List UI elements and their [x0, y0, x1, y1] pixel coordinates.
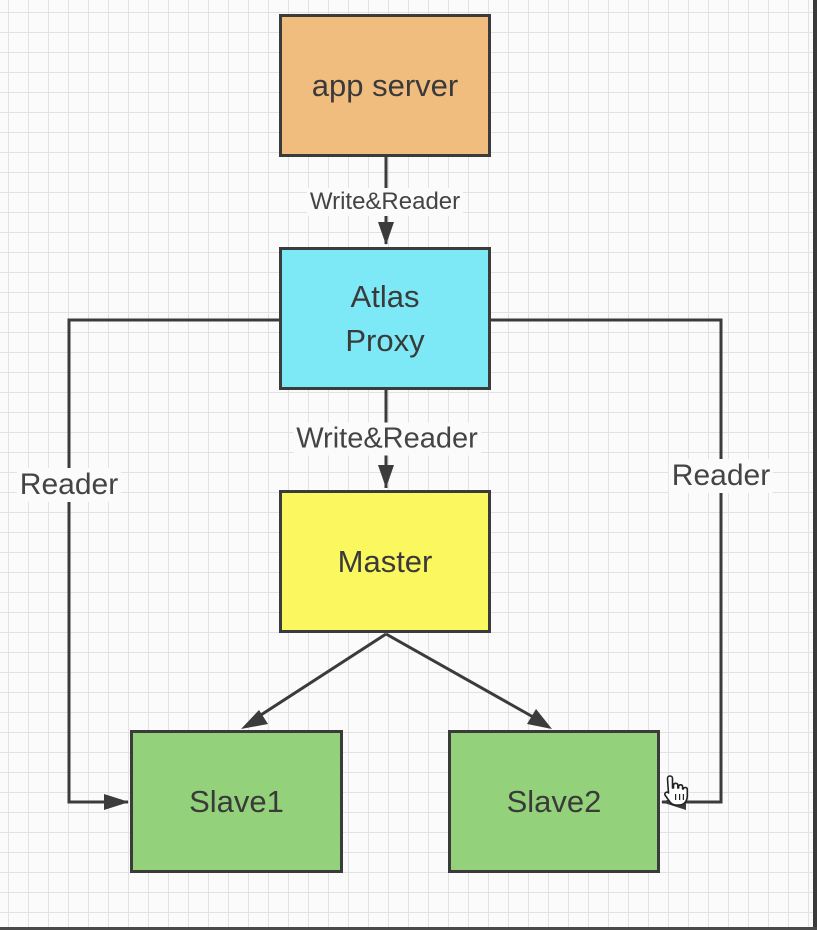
edge-label-atlas-to-slave1: Reader [16, 468, 122, 502]
frame-edge-bottom [0, 927, 817, 930]
edge-label-app-to-atlas: Write&Reader [306, 188, 464, 216]
app-server-label: app server [311, 67, 459, 103]
arrow-master-to-slave2 [527, 709, 552, 729]
edge-master-to-slave2 [385, 632, 543, 724]
frame-edge-right [813, 0, 817, 930]
slave2-label: Slave2 [506, 783, 602, 819]
edge-label-atlas-to-slave2: Reader [668, 459, 774, 493]
edge-atlas-to-slave2 [491, 318, 723, 804]
edge-atlas-to-slave1 [67, 318, 279, 804]
app-server-node: app server [279, 14, 491, 157]
arrow-master-to-slave1 [241, 710, 268, 729]
slave2-node: Slave2 [448, 730, 660, 873]
hand-pointer-icon [664, 775, 689, 806]
atlas-proxy-label-line1: Atlas [350, 278, 420, 314]
arrow-app-to-atlas [378, 222, 394, 245]
edge-label-atlas-to-master: Write&Reader [293, 422, 481, 456]
atlas-proxy-node: Atlas Proxy [279, 247, 491, 390]
slave1-node: Slave1 [130, 730, 343, 873]
slave1-label: Slave1 [189, 783, 284, 819]
atlas-proxy-label-line2: Proxy [345, 322, 425, 358]
master-label: Master [337, 543, 433, 579]
master-node: Master [279, 490, 491, 633]
arrow-atlas-to-slave1 [104, 794, 129, 810]
arrow-atlas-to-master [378, 465, 394, 488]
edge-master-to-slave1 [249, 632, 387, 724]
